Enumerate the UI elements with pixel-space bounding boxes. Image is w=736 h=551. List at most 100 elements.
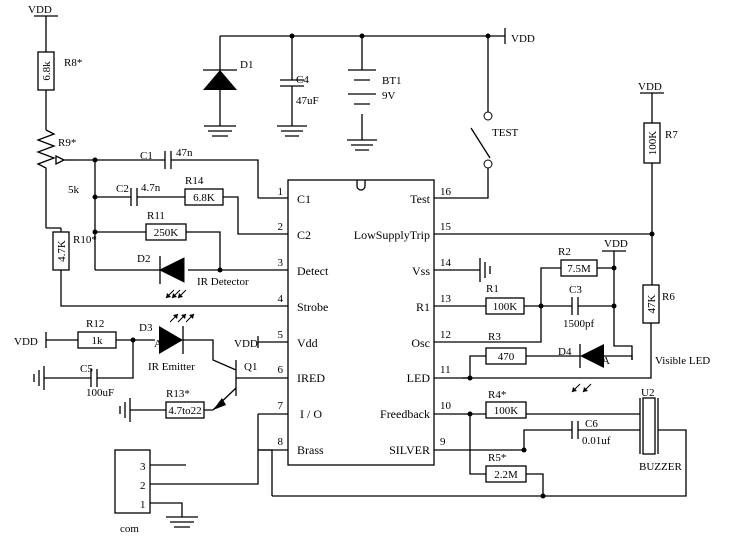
c3-ref: C3 [569, 284, 582, 296]
r2-resistor: VDD 7.5M R2 [462, 238, 633, 360]
pin-number-2: 2 [278, 221, 284, 233]
pin-label-3: Detect [297, 264, 329, 278]
vdd-label-top: VDD [511, 33, 535, 45]
r7-ref: R7 [665, 129, 678, 141]
vdd-label-r8: VDD [28, 4, 52, 16]
r1-resistor: 100K R1 [462, 283, 544, 315]
r3-value: 470 [498, 351, 515, 363]
u2-ref: U2 [641, 387, 654, 399]
r8-ref: R8* [64, 57, 82, 69]
c5-value: 100uF [86, 387, 114, 399]
r14-value: 6.8K [193, 192, 215, 204]
pin-label-9: SILVER [389, 443, 430, 457]
r13-value: 4.7to22 [168, 405, 201, 417]
pin-number-16: 16 [440, 186, 452, 198]
r5-ref: R5* [488, 452, 506, 464]
c2-ref: C2 [116, 183, 129, 195]
pin-number-12: 12 [440, 329, 451, 341]
d3-pin: A [154, 338, 162, 350]
connector-label: com [120, 523, 139, 535]
r12-resistor: VDD 1k R12 [14, 318, 155, 349]
u2-buzzer: U2 BUZZER [272, 387, 687, 499]
c5-capacitor: C5 100uF [33, 340, 134, 399]
vss-ground [462, 258, 491, 282]
r2-value: 7.5M [567, 263, 591, 275]
c2-value: 4.7n [141, 182, 161, 194]
pin-number-15: 15 [440, 221, 452, 233]
pin-number-6: 6 [278, 364, 284, 376]
pin-number-10: 10 [440, 400, 452, 412]
c1-capacitor: C1 47n [75, 147, 259, 198]
d1-diode: D1 [203, 36, 253, 137]
bt1-value: 9V [382, 90, 396, 102]
d2-ir-detector: D2 IR Detector [95, 253, 258, 299]
r6-value: 47K [646, 294, 658, 313]
d1-ref: D1 [240, 59, 253, 71]
pin-label-1: C1 [297, 192, 311, 206]
pin-label-2: C2 [297, 228, 311, 242]
c4-capacitor: C4 47uF [277, 33, 319, 137]
r12-value: 1k [92, 335, 104, 347]
r8-value: 6.8k [41, 61, 53, 81]
c4-value: 47uF [296, 95, 319, 107]
r10-ref: R10* [73, 234, 97, 246]
q1-ref: Q1 [244, 361, 257, 373]
r7-resistor: VDD 100K R7 [462, 81, 678, 285]
d4-pin: A [602, 355, 610, 367]
pin-label-7: I / O [300, 407, 322, 421]
r11-value: 250K [154, 227, 179, 239]
pin-label-4: Strobe [297, 300, 328, 314]
r9-potentiometer: R9* 5k [36, 129, 80, 228]
r14-ref: R14 [185, 175, 204, 187]
bt1-battery: BT1 9V [347, 33, 402, 151]
c3-value: 1500pf [563, 318, 595, 330]
q1-transistor: Q1 VDD [212, 336, 259, 411]
d4-visible-led: D4 A Visible LED [558, 344, 710, 393]
c1-value: 47n [176, 147, 193, 159]
buzzer-label: BUZZER [639, 461, 682, 473]
pin-label-15: LowSupplyTrip [354, 228, 430, 242]
r4-value: 100K [494, 405, 519, 417]
c6-ref: C6 [585, 418, 598, 430]
vdd-label-r12: VDD [14, 336, 38, 348]
pin-number-1: 1 [278, 186, 284, 198]
pin-label-10: Freedback [380, 407, 430, 421]
pin-label-8: Brass [297, 443, 324, 457]
d4-ref: D4 [558, 346, 572, 358]
r2-ref: R2 [558, 246, 571, 258]
r12-ref: R12 [86, 318, 104, 330]
pin-label-13: R1 [416, 300, 430, 314]
connector-pin-3: 3 [140, 461, 146, 473]
pin-label-16: Test [410, 192, 430, 206]
r8-resistor: VDD 6.8k R8* [28, 4, 82, 130]
r4-resistor: 100K R4* [462, 389, 640, 419]
r13-ref: R13* [166, 388, 190, 400]
connector-pin-1: 1 [140, 499, 146, 511]
pin-label-11: LED [407, 371, 431, 385]
d3-note: IR Emitter [148, 361, 195, 373]
test-switch: VDD TEST [462, 28, 535, 199]
pin-number-9: 9 [440, 436, 446, 448]
r9-value: 5k [68, 184, 80, 196]
r6-resistor: 47K R6 [462, 284, 675, 379]
pin-label-14: Vss [412, 264, 430, 278]
connector-com: 3 2 1 com [114, 414, 273, 535]
r1-value: 100K [493, 301, 518, 313]
pin-label-6: IRED [297, 371, 325, 385]
r13-resistor: 4.7to22 R13* [119, 388, 213, 422]
r4-ref: R4* [488, 389, 506, 401]
r6-ref: R6 [662, 291, 675, 303]
d2-note: IR Detector [197, 276, 249, 288]
pin-number-8: 8 [278, 436, 284, 448]
visible-led-label: Visible LED [655, 355, 710, 367]
pin-label-12: Osc [411, 336, 430, 350]
r10-value: 4.7K [56, 240, 68, 262]
r14-resistor: 6.8K R14 [184, 175, 258, 235]
pin-number-3: 3 [278, 257, 284, 269]
r3-ref: R3 [488, 331, 501, 343]
ic-body [287, 179, 435, 466]
r1-ref: R1 [486, 283, 499, 295]
d3-ref: D3 [139, 322, 153, 334]
